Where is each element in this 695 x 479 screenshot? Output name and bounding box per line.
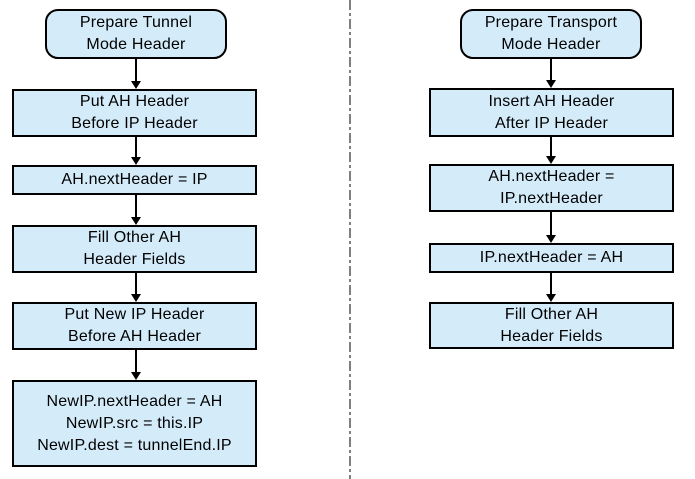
flow-node-label: Prepare Tunnel Mode Header — [79, 14, 193, 53]
flow-node-label: IP.nextHeader = AH — [479, 249, 624, 266]
flow-node-label: Put New IP Header Before AH Header — [64, 306, 205, 345]
flow-node-label: NewIP.nextHeader = AH NewIP.src = this.I… — [37, 392, 232, 454]
flow-node-label: AH.nextHeader = IP.nextHeader — [488, 168, 615, 207]
arrow-down-icon — [130, 350, 142, 380]
flow-node-label: Fill Other AH Header Fields — [500, 305, 603, 345]
arrow-down-icon — [130, 195, 142, 225]
flow-node-ah-nextheader-ip-nextheader: AH.nextHeader = IP.nextHeader — [429, 164, 674, 212]
arrow-down-icon — [130, 137, 142, 165]
flow-node-label: AH.nextHeader = IP — [61, 171, 208, 188]
arrow-down-icon — [545, 137, 557, 164]
arrow-down-icon — [545, 212, 557, 243]
flow-node-prepare-transport: Prepare Transport Mode Header — [460, 9, 642, 59]
flow-node-ip-nextheader-ah: IP.nextHeader = AH — [429, 243, 674, 273]
flow-node-newip-assignments: NewIP.nextHeader = AH NewIP.src = this.I… — [12, 380, 257, 467]
arrow-down-icon — [130, 59, 142, 89]
flow-node-fill-other-ah-left: Fill Other AH Header Fields — [12, 225, 257, 273]
flow-node-label: Insert AH Header After IP Header — [488, 92, 615, 132]
flow-node-put-new-ip-header: Put New IP Header Before AH Header — [12, 302, 257, 350]
arrow-down-icon — [130, 273, 142, 302]
divider-dashed-line — [349, 0, 351, 479]
flow-node-insert-ah-header: Insert AH Header After IP Header — [429, 88, 674, 137]
flow-node-label: Fill Other AH Header Fields — [83, 229, 186, 268]
flow-node-prepare-tunnel: Prepare Tunnel Mode Header — [45, 9, 227, 59]
arrow-down-icon — [545, 273, 557, 302]
flow-node-ah-nextheader-ip: AH.nextHeader = IP — [12, 165, 257, 195]
flow-node-fill-other-ah-right: Fill Other AH Header Fields — [429, 302, 674, 349]
arrow-down-icon — [545, 59, 557, 88]
flow-node-label: Put AH Header Before IP Header — [71, 93, 198, 132]
flow-node-label: Prepare Transport Mode Header — [484, 14, 618, 53]
flow-node-put-ah-header: Put AH Header Before IP Header — [12, 89, 257, 137]
